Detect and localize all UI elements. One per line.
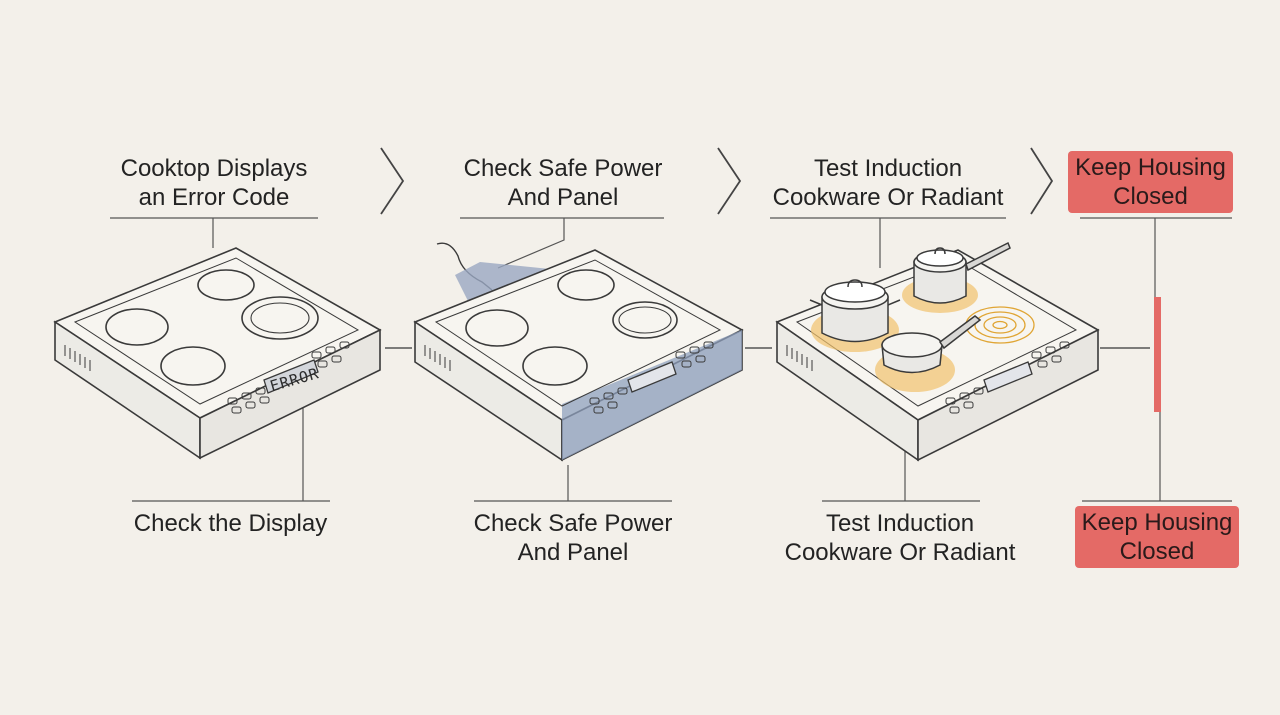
step-4-top-line-1: Keep Housing (1075, 154, 1226, 181)
step-3-top-line-2: Cookware Or Radiant (772, 184, 1004, 211)
arrow-chevron-icon (380, 147, 405, 215)
sauce-pan (913, 241, 1011, 304)
step-4-bottom-line-2: Closed (1119, 538, 1195, 565)
step-2-top-line-2: And Panel (507, 184, 619, 211)
stock-pot (809, 279, 901, 343)
step-4-bottom-warning: Keep Housing Closed (1075, 506, 1239, 568)
step-3-top-line-1: Test Induction (813, 155, 963, 182)
step-1-top-label: Cooktop Displays an Error Code (110, 154, 318, 212)
step-4-top-warning: Keep Housing Closed (1068, 151, 1233, 213)
label-rules (110, 217, 1232, 502)
warning-bar (1154, 297, 1161, 412)
control-panel-highlight (562, 330, 742, 460)
step-3-bottom-line-1: Test Induction (825, 510, 975, 537)
step-2-top-label: Check Safe Power And Panel (452, 154, 674, 212)
step-3-bottom-line-2: Cookware Or Radiant (784, 539, 1016, 566)
cooktop-2 (413, 242, 744, 462)
step-3-bottom-label: Test Induction Cookware Or Radiant (770, 509, 1030, 567)
step-2-bottom-line-1: Check Safe Power (473, 510, 673, 537)
cooktop-3 (775, 241, 1100, 462)
step-1-bottom-line-1: Check the Display (133, 510, 328, 537)
step-2-bottom-line-2: And Panel (517, 539, 629, 566)
arrow-chevron-icon (717, 147, 742, 215)
step-2-top-line-1: Check Safe Power (463, 155, 663, 182)
arrow-chevron-icon (1030, 147, 1054, 215)
cooktop-1 (53, 247, 382, 460)
step-4-bottom-line-1: Keep Housing (1081, 509, 1233, 536)
step-1-bottom-label: Check the Display (118, 509, 343, 538)
step-arrows (380, 147, 1054, 215)
step-1-top-line-1: Cooktop Displays (120, 155, 308, 182)
power-highlight (455, 262, 560, 305)
step-1-top-line-2: an Error Code (138, 184, 290, 211)
step-3-top-label: Test Induction Cookware Or Radiant (758, 154, 1018, 212)
step-4-top-line-2: Closed (1113, 183, 1188, 210)
step-2-bottom-label: Check Safe Power And Panel (462, 509, 684, 567)
frying-pan (881, 315, 982, 374)
